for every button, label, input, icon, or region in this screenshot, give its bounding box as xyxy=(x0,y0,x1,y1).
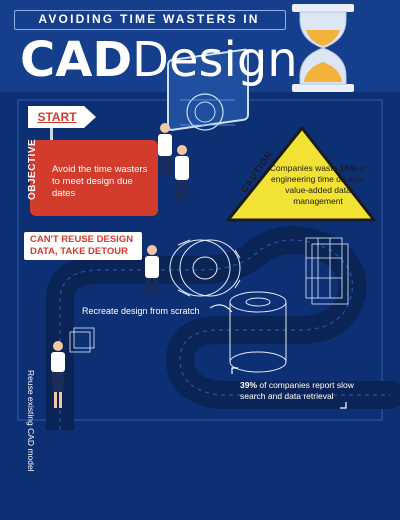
background-illustration xyxy=(0,0,400,430)
engineer-figures xyxy=(158,123,189,202)
title-cad: CAD xyxy=(20,32,133,88)
monitor-icon xyxy=(167,48,249,131)
start-sign xyxy=(28,106,96,128)
caution-text-post: of engineering time on non-value-added d… xyxy=(270,163,367,206)
gear-wireframe xyxy=(169,239,241,297)
detour-sign xyxy=(24,232,142,260)
worker-figure xyxy=(145,245,159,296)
title-design: Design xyxy=(132,32,298,88)
report-rest: of companies report slow search and data… xyxy=(240,380,354,401)
detour-text: CAN'T REUSE DESIGN DATA, TAKE DETOUR xyxy=(30,234,134,257)
caution-text-pre: Companies waste xyxy=(269,163,340,173)
objective-box xyxy=(30,140,158,216)
subtitle-frame xyxy=(14,10,286,30)
cylinder-wireframe xyxy=(229,291,287,373)
reuse-label: Reuse existing CAD model xyxy=(26,370,36,472)
cube-wireframe xyxy=(69,327,95,353)
caution-text: Companies waste 15% of engineering time … xyxy=(268,163,368,207)
start-label: START xyxy=(37,110,77,124)
caution-text-bold: 15% xyxy=(339,163,357,173)
objective-text: Avoid the time wasters to meet design du… xyxy=(52,164,148,199)
report-text: 39% of companies report slow search and … xyxy=(240,380,380,402)
hourglass-icon xyxy=(292,4,354,92)
recreate-label: Recreate design from scratch xyxy=(82,306,200,316)
block-wireframe xyxy=(305,237,349,305)
subtitle: AVOIDING TIME WASTERS IN xyxy=(38,12,260,26)
woman-figure xyxy=(51,341,65,408)
report-bold: 39% xyxy=(240,380,258,390)
caution-sign xyxy=(226,126,376,222)
objective-label: OBJECTIVE xyxy=(27,138,38,200)
